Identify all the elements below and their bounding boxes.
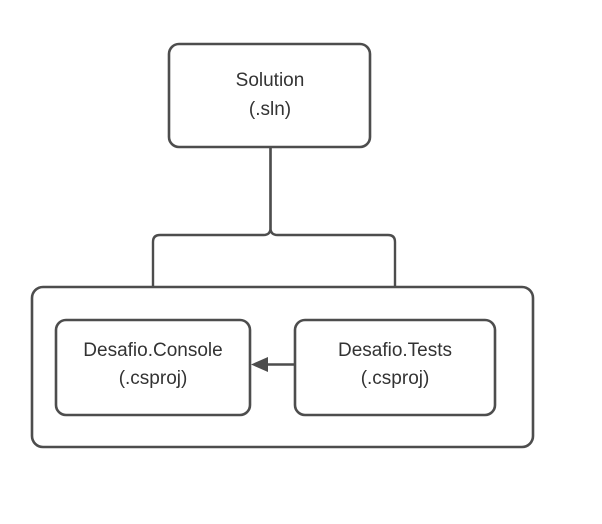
node-desafio-console[interactable]: Desafio.Console (.csproj) xyxy=(54,318,252,417)
solution-label-line1: Solution xyxy=(236,70,305,91)
edge-solution-to-console-path xyxy=(151,147,272,305)
desafio-tests-box[interactable] xyxy=(293,318,497,417)
edge-solution-to-tests-path xyxy=(269,147,397,305)
desafio-console-label-line2: (.csproj) xyxy=(119,368,188,389)
node-solution[interactable]: Solution (.sln) xyxy=(167,42,372,149)
solution-box[interactable] xyxy=(167,42,372,149)
desafio-console-label-line1: Desafio.Console xyxy=(83,340,222,361)
desafio-tests-label-line2: (.csproj) xyxy=(361,368,430,389)
desafio-tests-label-line1: Desafio.Tests xyxy=(338,340,452,361)
node-desafio-tests[interactable]: Desafio.Tests (.csproj) xyxy=(293,318,497,417)
arrowhead-tests-to-console-icon xyxy=(251,357,268,372)
edge-tests-to-console xyxy=(251,357,295,372)
desafio-console-box[interactable] xyxy=(54,318,252,417)
solution-label-line2: (.sln) xyxy=(249,99,291,120)
